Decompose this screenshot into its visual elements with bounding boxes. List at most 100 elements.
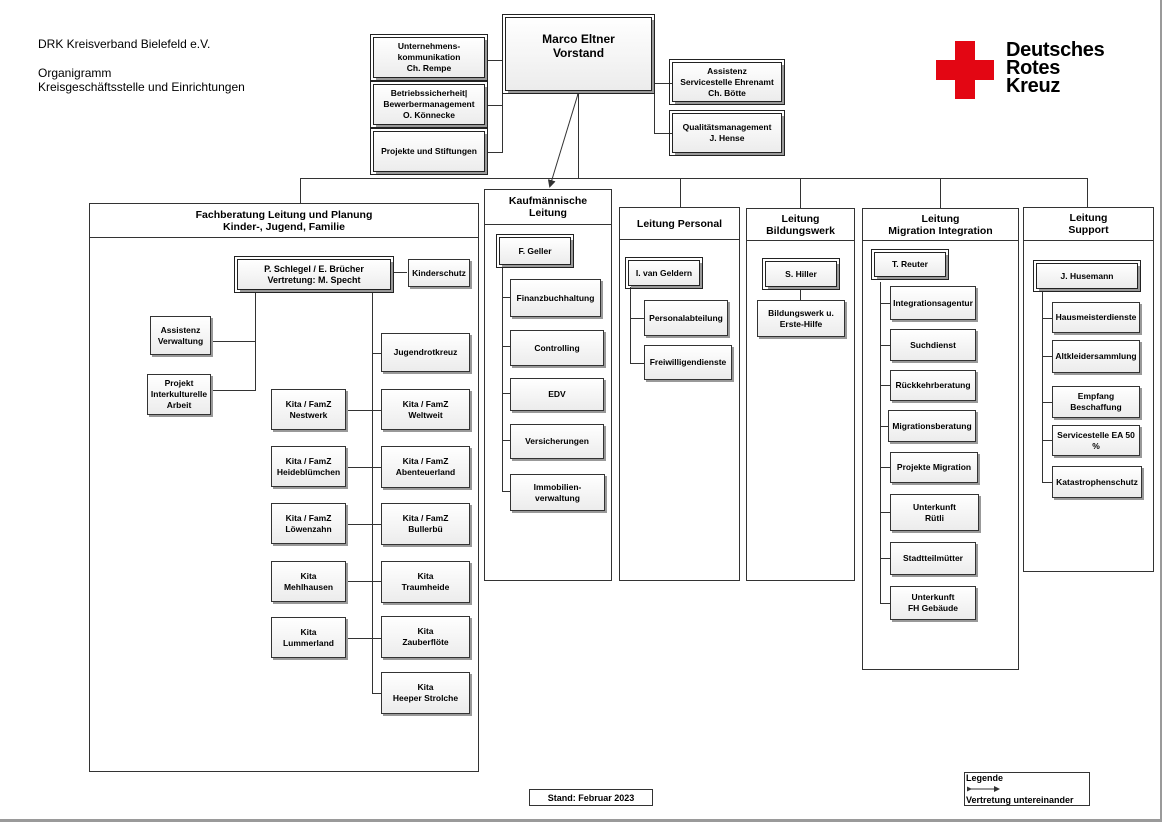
support-lead[interactable]: J. Husemann — [1033, 260, 1141, 292]
staff-qualitaetsmanagement[interactable]: Qualitätsmanagement J. Hense — [669, 110, 785, 156]
legend-desc: Vertretung untereinander — [966, 795, 1074, 805]
connector — [1042, 356, 1052, 357]
unit-edv[interactable]: EDV — [510, 378, 604, 411]
kita-right-5[interactable]: Kita Zauberflöte — [381, 616, 470, 658]
kita-left-2[interactable]: Kita / FamZ Heideblümchen — [271, 446, 346, 487]
connector — [372, 290, 373, 694]
staff-assistenz-ehrenamt[interactable]: Assistenz Servicestelle Ehrenamt Ch. Böt… — [669, 59, 785, 105]
kita-left-3[interactable]: Kita / FamZ Löwenzahn — [271, 503, 346, 544]
connector — [300, 178, 1087, 179]
connector — [880, 282, 881, 604]
unit-versicherungen[interactable]: Versicherungen — [510, 424, 604, 459]
kita-left-1[interactable]: Kita / FamZ Nestwerk — [271, 389, 346, 430]
connector — [654, 83, 672, 84]
connector — [502, 60, 503, 153]
legend-box: Legende Vertretung untereinander — [964, 772, 1090, 806]
migration-title: Leitung Migration Integration — [863, 209, 1018, 241]
connector — [502, 266, 503, 492]
connector — [630, 363, 644, 364]
unit-stadtteilmuetter[interactable]: Stadtteilmütter — [890, 542, 976, 575]
kita-right-2[interactable]: Kita / FamZ Abenteuerland — [381, 446, 470, 488]
page-edge — [0, 819, 1162, 822]
connector — [502, 491, 510, 492]
connector — [880, 345, 890, 346]
connector — [372, 353, 381, 354]
kaufmaennisch-title: Kaufmännische Leitung — [485, 190, 611, 225]
connector — [1042, 402, 1052, 403]
connector — [800, 178, 801, 208]
connector — [1042, 440, 1052, 441]
connector — [502, 393, 510, 394]
kita-right-4[interactable]: Kita Traumheide — [381, 561, 470, 603]
unit-servicestelle-ea[interactable]: Servicestelle EA 50 % — [1052, 425, 1140, 456]
connector — [1087, 178, 1088, 208]
connector — [1042, 482, 1052, 483]
unit-altkleidersammlung[interactable]: Altkleidersammlung — [1052, 340, 1140, 373]
unit-kinderschutz[interactable]: Kinderschutz — [408, 259, 470, 287]
connector — [211, 341, 256, 342]
unit-empfang-beschaffung[interactable]: Empfang Beschaffung — [1052, 386, 1140, 418]
ceo-name: Marco Eltner — [542, 32, 615, 46]
kita-right-6[interactable]: Kita Heeper Strolche — [381, 672, 470, 714]
kita-right-1[interactable]: Kita / FamZ Weltweit — [381, 389, 470, 430]
unit-suchdienst[interactable]: Suchdienst — [890, 329, 976, 361]
personal-title: Leitung Personal — [620, 208, 739, 240]
staff-projekte-stiftungen[interactable]: Projekte und Stiftungen — [370, 128, 488, 175]
fachberatung-lead[interactable]: P. Schlegel / E. Brücher Vertretung: M. … — [234, 256, 394, 293]
connector — [1042, 290, 1043, 483]
fachberatung-title: Fachberatung Leitung und Planung Kinder-… — [90, 204, 478, 238]
connector — [346, 581, 381, 582]
unit-immobilienverwaltung[interactable]: Immobilien- verwaltung — [510, 474, 605, 511]
unit-hausmeisterdienste[interactable]: Hausmeisterdienste — [1052, 302, 1140, 333]
ceo-box[interactable]: Marco Eltner — [502, 14, 655, 94]
chart-title: Organigramm — [38, 66, 112, 80]
bildung-title: Leitung Bildungswerk — [747, 209, 854, 241]
unit-projekt-interkulturell[interactable]: Projekt Interkulturelle Arbeit — [147, 374, 211, 415]
kita-left-5[interactable]: Kita Lummerland — [271, 617, 346, 658]
unit-jugendrotkreuz[interactable]: Jugendrotkreuz — [381, 333, 470, 372]
unit-migrationsberatung[interactable]: Migrationsberatung — [888, 410, 976, 442]
connector — [372, 693, 381, 694]
ceo-role: Vorstand — [552, 46, 605, 60]
connector — [940, 178, 941, 208]
red-cross-icon — [936, 41, 994, 99]
connector — [880, 467, 890, 468]
connector — [487, 152, 503, 153]
page-edge — [1160, 0, 1162, 822]
unit-unterkunft-ruetli[interactable]: Unterkunft Rütli — [890, 494, 979, 531]
migration-lead[interactable]: T. Reuter — [871, 249, 949, 280]
connector — [211, 390, 256, 391]
staff-betriebssicherheit[interactable]: Betriebssicherheit| Bewerbermanagement O… — [370, 81, 488, 128]
kita-right-3[interactable]: Kita / FamZ Bullerbü — [381, 503, 470, 545]
connector — [346, 467, 381, 468]
unit-personalabteilung[interactable]: Personalabteilung — [644, 300, 728, 336]
unit-unterkunft-fh[interactable]: Unterkunft FH Gebäude — [890, 586, 976, 620]
unit-freiwilligendienste[interactable]: Freiwilligendienste — [644, 345, 732, 380]
org-name: DRK Kreisverband Bielefeld e.V. — [38, 37, 211, 51]
connector — [630, 318, 644, 319]
unit-finanzbuchhaltung[interactable]: Finanzbuchhaltung — [510, 279, 601, 317]
support-title: Leitung Support — [1024, 208, 1153, 241]
unit-rueckkehrberatung[interactable]: Rückkehrberatung — [890, 370, 976, 401]
connector — [880, 512, 890, 513]
kita-left-4[interactable]: Kita Mehlhausen — [271, 561, 346, 602]
bildung-lead[interactable]: S. Hiller — [762, 258, 840, 290]
legend-arrow-icon — [967, 786, 1000, 792]
unit-assistenz-verwaltung[interactable]: Assistenz Verwaltung — [150, 316, 211, 355]
kaufmaennisch-lead[interactable]: F. Geller — [496, 234, 574, 268]
connector — [502, 346, 510, 347]
connector — [654, 60, 655, 134]
personal-lead[interactable]: I. van Geldern — [625, 257, 703, 289]
staff-kommunikation[interactable]: Unternehmens- kommunikation Ch. Rempe — [370, 34, 488, 81]
unit-projekte-migration[interactable]: Projekte Migration — [890, 452, 978, 483]
unit-controlling[interactable]: Controlling — [510, 330, 604, 366]
unit-katastrophenschutz[interactable]: Katastrophenschutz — [1052, 466, 1142, 498]
connector — [1042, 318, 1052, 319]
connector — [346, 524, 381, 525]
chart-subtitle: Kreisgeschäftsstelle und Einrichtungen — [38, 80, 245, 94]
unit-bildungswerk-erste-hilfe[interactable]: Bildungswerk u. Erste-Hilfe — [757, 300, 845, 337]
connector — [800, 288, 801, 300]
connector — [880, 426, 890, 427]
connector — [487, 60, 503, 61]
unit-integrationsagentur[interactable]: Integrationsagentur — [890, 286, 976, 320]
